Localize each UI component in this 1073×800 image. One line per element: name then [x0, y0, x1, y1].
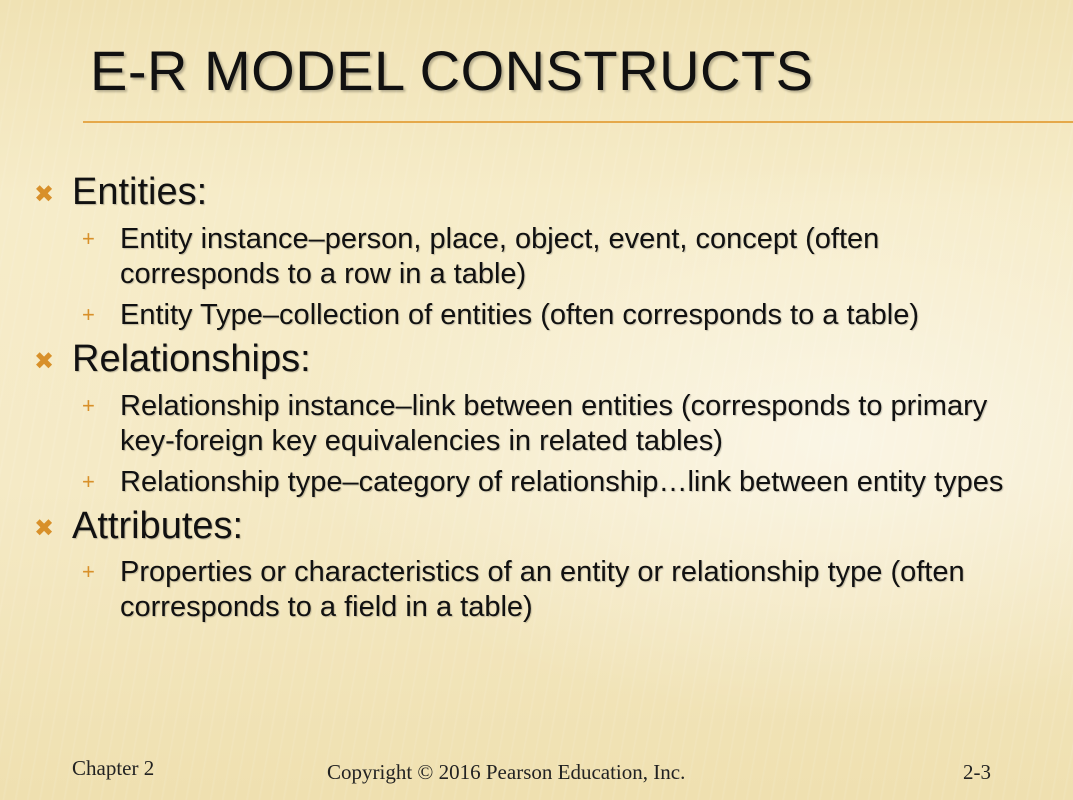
x-bullet-icon: ✖: [34, 514, 55, 542]
sublist-entities: + Entity instance–person, place, object,…: [82, 222, 1060, 333]
footer-page-number: 2-3: [963, 760, 991, 784]
bullet-label: Relationships:: [72, 337, 311, 380]
plus-bullet-icon: +: [82, 225, 95, 251]
sub-bullet: + Properties or characteristics of an en…: [82, 555, 1060, 625]
bullet-entities: ✖ Entities:: [30, 171, 1060, 214]
plus-bullet-icon: +: [82, 392, 95, 418]
title-divider: [83, 121, 1073, 123]
slide-content: ✖ Entities: + Entity instance–person, pl…: [30, 171, 1060, 631]
sub-bullet: + Entity instance–person, place, object,…: [82, 222, 1060, 292]
sublist-attributes: + Properties or characteristics of an en…: [82, 555, 1060, 625]
x-bullet-icon: ✖: [34, 347, 55, 375]
sub-bullet-text: Entity Type–collection of entities (ofte…: [120, 298, 920, 331]
bullet-label: Entities:: [72, 171, 208, 213]
x-bullet-icon: ✖: [34, 181, 55, 208]
plus-bullet-icon: +: [82, 468, 95, 494]
sublist-relationships: + Relationship instance–link between ent…: [82, 389, 1060, 500]
sub-bullet: + Relationship instance–link between ent…: [82, 389, 1060, 459]
footer-copyright: Copyright © 2016 Pearson Education, Inc.: [327, 760, 686, 784]
footer-chapter: Chapter 2: [72, 756, 155, 780]
slide-title: E-R MODEL CONSTRUCTS: [90, 39, 814, 102]
sub-bullet-text: Entity instance–person, place, object, e…: [120, 222, 880, 290]
plus-bullet-icon: +: [82, 301, 95, 327]
bullet-relationships: ✖ Relationships:: [30, 337, 1060, 381]
plus-bullet-icon: +: [82, 559, 95, 585]
bullet-attributes: ✖ Attributes:: [30, 504, 1060, 548]
sub-bullet-text: Relationship type–category of relationsh…: [120, 465, 1004, 498]
sub-bullet-text: Properties or characteristics of an enti…: [120, 556, 965, 624]
bullet-label: Attributes:: [72, 504, 244, 547]
sub-bullet-text: Relationship instance–link between entit…: [120, 389, 988, 457]
sub-bullet: + Entity Type–collection of entities (of…: [82, 298, 1060, 333]
sub-bullet: + Relationship type–category of relation…: [82, 465, 1060, 500]
